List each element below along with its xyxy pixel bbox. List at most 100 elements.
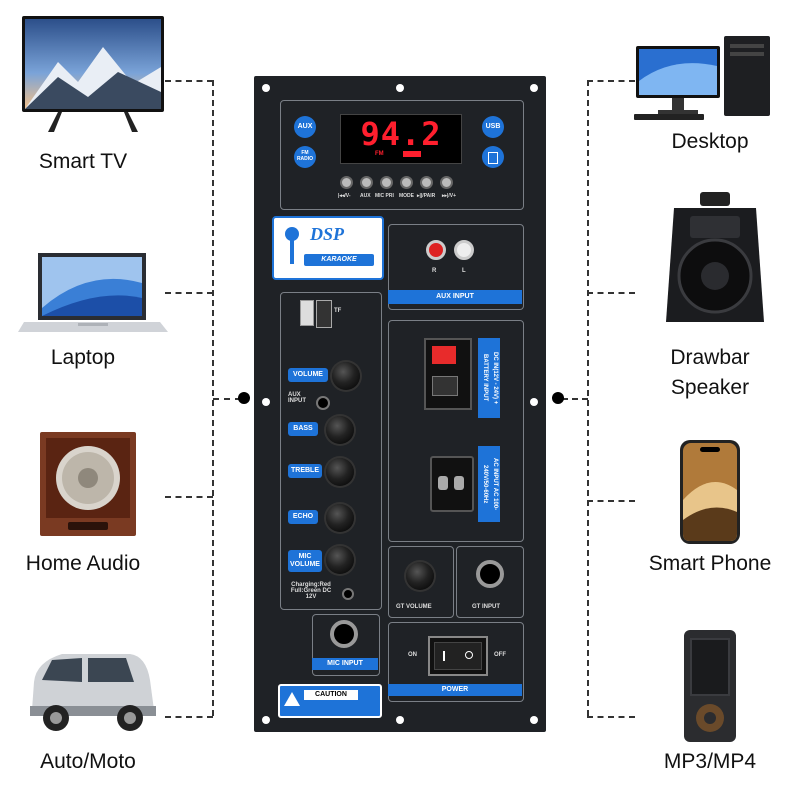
drawbar-speaker-icon <box>660 192 770 332</box>
tact-label-mic-pri: MIC PRI <box>375 193 394 199</box>
tf-slot[interactable] <box>316 300 332 328</box>
connector-left-to-board <box>213 398 241 400</box>
mount-hole <box>262 716 270 724</box>
dsp-brand: DSP <box>310 224 345 244</box>
ac-socket-pin <box>454 476 464 490</box>
tact-label-aux: AUX <box>360 193 371 199</box>
mic-priority-button[interactable] <box>380 176 393 189</box>
charging-led <box>342 588 354 600</box>
home-audio-label: Home Audio <box>25 552 141 575</box>
gt-input-panel <box>456 546 524 618</box>
warning-icon <box>284 692 300 706</box>
tf-label: TF <box>334 308 342 314</box>
connector-right-dot <box>552 392 564 404</box>
mp3-player-icon <box>682 630 738 742</box>
mount-hole <box>396 716 404 724</box>
car-icon <box>22 640 162 738</box>
display-indicator <box>403 151 421 157</box>
display-frequency: 94.2 <box>360 115 442 153</box>
power-off-mark <box>465 651 473 659</box>
battery-terminal[interactable] <box>424 338 472 410</box>
connector-mp3 <box>587 716 635 718</box>
next-vol-up-button[interactable] <box>440 176 453 189</box>
mic-input-jack[interactable] <box>330 620 358 648</box>
aux-mode-button[interactable] <box>360 176 373 189</box>
echo-knob[interactable] <box>326 504 354 532</box>
power-panel <box>388 622 524 702</box>
connector-right-vertical <box>587 80 589 716</box>
mic-volume-knob[interactable] <box>326 546 354 574</box>
bass-knob[interactable] <box>326 416 354 444</box>
tact-label-mode: MODE <box>399 193 414 199</box>
caution-sticker: CAUTION <box>278 684 382 718</box>
mount-hole <box>530 716 538 724</box>
desktop-computer-icon <box>632 36 782 122</box>
car-label: Auto/Moto <box>40 750 136 773</box>
display-band: FM <box>375 151 384 157</box>
mic-input-label: MIC INPUT <box>312 658 378 670</box>
treble-knob[interactable] <box>326 458 354 486</box>
connector-car <box>165 716 213 718</box>
tact-label-next: ▸▸|/V+ <box>442 193 457 199</box>
connector-phone <box>587 500 635 502</box>
rca-label-r: R <box>432 268 437 274</box>
power-label: POWER <box>388 684 522 696</box>
gt-volume-panel <box>388 546 454 618</box>
mode-button[interactable] <box>400 176 413 189</box>
rca-jack-l[interactable] <box>454 240 474 260</box>
play-pause-pair-button[interactable] <box>420 176 433 189</box>
power-off-label: OFF <box>494 652 506 658</box>
drawbar-speaker-label-line2: Speaker <box>670 376 750 399</box>
aux-input-small-label: AUX INPUT <box>288 392 306 404</box>
connector-home-audio <box>165 496 213 498</box>
treble-label: TREBLE <box>288 464 322 478</box>
connector-left-dot <box>238 392 250 404</box>
usb-button[interactable]: USB <box>482 116 504 138</box>
karaoke-text: KARAOKE <box>304 254 374 266</box>
mount-hole <box>530 398 538 406</box>
tact-label-prev: |◂◂/V- <box>338 193 351 199</box>
connector-drawbar <box>587 292 635 294</box>
power-switch-rocker[interactable] <box>434 642 482 670</box>
mp3-player-label: MP3/MP4 <box>663 750 757 773</box>
rca-jack-r[interactable] <box>426 240 446 260</box>
aux-button[interactable]: AUX <box>294 116 316 138</box>
power-switch[interactable] <box>428 636 488 676</box>
smart-tv-label: Smart TV <box>38 150 128 173</box>
control-panel <box>280 292 382 610</box>
gt-input-jack[interactable] <box>476 560 504 588</box>
power-on-label: ON <box>408 652 417 658</box>
caution-text: CAUTION <box>304 690 358 700</box>
smartphone-label: Smart Phone <box>648 552 772 575</box>
gt-input-label: GT INPUT <box>472 604 500 610</box>
bass-label: BASS <box>288 422 318 436</box>
ac-socket-pin <box>438 476 448 490</box>
folder-button[interactable] <box>482 146 504 168</box>
ac-socket[interactable] <box>430 456 474 512</box>
fm-radio-button[interactable]: FM RADIO <box>294 146 316 168</box>
rca-label-l: L <box>462 268 466 274</box>
mic-volume-label: MIC VOLUME <box>288 550 322 572</box>
aux-35mm-jack[interactable] <box>316 396 330 410</box>
laptop-icon <box>18 248 168 338</box>
smart-tv-icon <box>18 12 168 132</box>
mic-input-panel <box>312 614 380 676</box>
usb-port[interactable] <box>300 300 314 326</box>
connector-tv <box>165 80 213 82</box>
connector-desktop <box>587 80 635 82</box>
charging-label: Charging:Red Full:Green DC 12V <box>290 582 332 600</box>
black-terminal[interactable] <box>432 376 458 396</box>
connector-right-to-board <box>562 398 588 400</box>
prev-vol-down-button[interactable] <box>340 176 353 189</box>
volume-label: VOLUME <box>288 368 328 382</box>
home-audio-speaker-icon <box>38 430 138 540</box>
amplifier-board: AUX FM RADIO USB 94.2 FM |◂◂/V- AUX MIC … <box>254 76 546 732</box>
mount-hole <box>396 84 404 92</box>
dsp-karaoke-logo: DSP KARAOKE <box>272 216 384 280</box>
red-terminal[interactable] <box>432 346 456 364</box>
gt-volume-knob[interactable] <box>406 562 434 590</box>
gt-volume-label: GT VOLUME <box>396 604 432 610</box>
volume-knob[interactable] <box>332 362 360 390</box>
ac-input-label: AC INPUT AC 100-240V/50-60Hz <box>478 446 500 522</box>
dc-input-panel <box>388 320 524 542</box>
